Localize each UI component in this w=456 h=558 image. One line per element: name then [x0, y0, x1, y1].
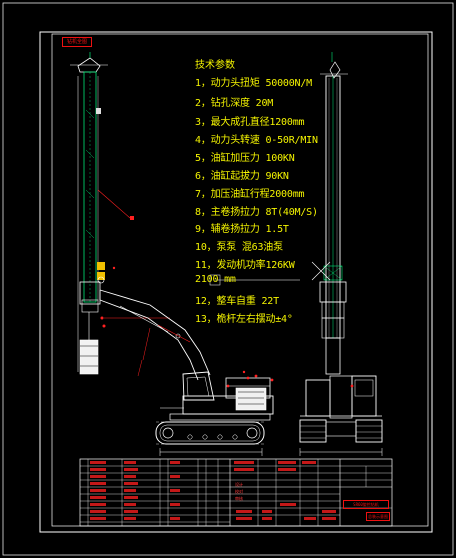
spec-line-1: 1，动力头扭矩 50000N/M — [195, 78, 313, 89]
spec-line-13: 13，桅杆左右摆动±4° — [195, 314, 293, 325]
side-view-boom — [99, 289, 211, 381]
title-block-check-label: 校对 — [235, 489, 243, 494]
side-view-upper-body — [160, 370, 274, 421]
cursor-crosshair — [209, 261, 331, 286]
spec-line-7: 7，加压油缸行程2000mm — [195, 189, 305, 200]
side-view-mast — [70, 52, 116, 375]
spec-line-6: 6，油缸起拔力 90KN — [195, 171, 289, 182]
title-block-drawing-number: 总装示意图 — [366, 512, 390, 521]
title-block — [79, 458, 393, 527]
dimension-2100: 2100 mm — [195, 274, 236, 285]
spec-line-12: 12，整车自重 22T — [195, 296, 279, 307]
front-view-rig — [299, 52, 383, 456]
spec-line-2: 2，钻孔深度 20M — [195, 98, 274, 109]
spec-line-5: 5，油缸加压力 100KN — [195, 153, 295, 164]
title-block-design-label: 设计 — [235, 482, 243, 487]
side-view-callouts — [97, 189, 170, 377]
spec-line-4: 4，动力头转速 0-50R/MIN — [195, 135, 318, 146]
title-block-approve-label: 审核 — [235, 496, 243, 501]
spec-line-8: 8，主卷扬拉力 8T(40M/S) — [195, 207, 318, 218]
spec-line-10: 10，泵泵 混63油泵 — [195, 242, 283, 253]
side-view-crawler — [155, 421, 265, 456]
title-block-drawing-name: SR60旋挖钻机 — [343, 500, 389, 509]
spec-title: 技术参数 — [195, 60, 235, 71]
drawing-title-tag: 钻机全图 — [62, 37, 92, 47]
spec-line-3: 3，最大成孔直径1200mm — [195, 117, 305, 128]
spec-line-9: 9，辅卷扬拉力 1.5T — [195, 224, 289, 235]
spec-line-11: 11，发动机功率126KW — [195, 260, 295, 271]
drawing-frame — [39, 31, 433, 533]
